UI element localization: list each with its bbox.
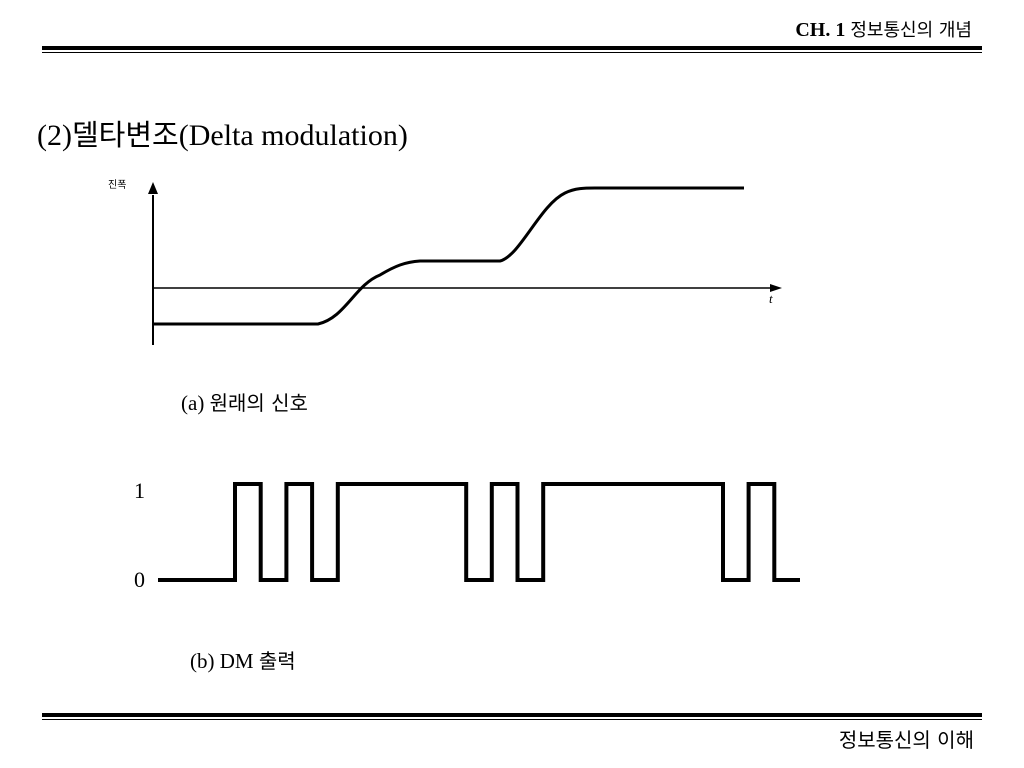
header-rule — [42, 46, 982, 53]
footer-text: 정보통신의 이해 — [838, 728, 974, 752]
level-low-label: 0 — [134, 567, 145, 592]
level-high-label: 1 — [134, 478, 145, 503]
chapter-title: 정보통신의 개념 — [850, 20, 972, 41]
caption-b-text: 출력 — [258, 649, 296, 673]
time-axis-arrow — [770, 284, 782, 292]
slide-title: (2)델타변조(Delta modulation) — [37, 112, 408, 154]
title-prefix: (2) — [37, 119, 72, 152]
caption-b-prefix: (b) DM — [190, 649, 254, 673]
caption-a-prefix: (a) — [181, 391, 205, 415]
caption-a-text: 원래의 신호 — [209, 391, 308, 415]
analog-waveform — [153, 186, 744, 326]
amplitude-label: 진폭 — [108, 179, 126, 191]
time-label: t — [769, 291, 773, 306]
dm-output-figure: 1 0 — [134, 478, 800, 592]
original-signal-figure: 진폭 t — [108, 179, 782, 345]
amplitude-axis-arrow — [148, 182, 158, 194]
title-english: (Delta modulation) — [178, 119, 408, 152]
caption-a: (a) 원래의 신호 — [181, 387, 308, 416]
chapter-header: CH. 1 정보통신의 개념 — [795, 16, 972, 42]
chapter-number: CH. 1 — [795, 19, 846, 41]
dm-pulse-waveform — [158, 482, 800, 582]
caption-b: (b) DM 출력 — [190, 645, 296, 674]
footer-rule — [42, 713, 982, 720]
title-korean: 델타변조 — [71, 118, 179, 152]
